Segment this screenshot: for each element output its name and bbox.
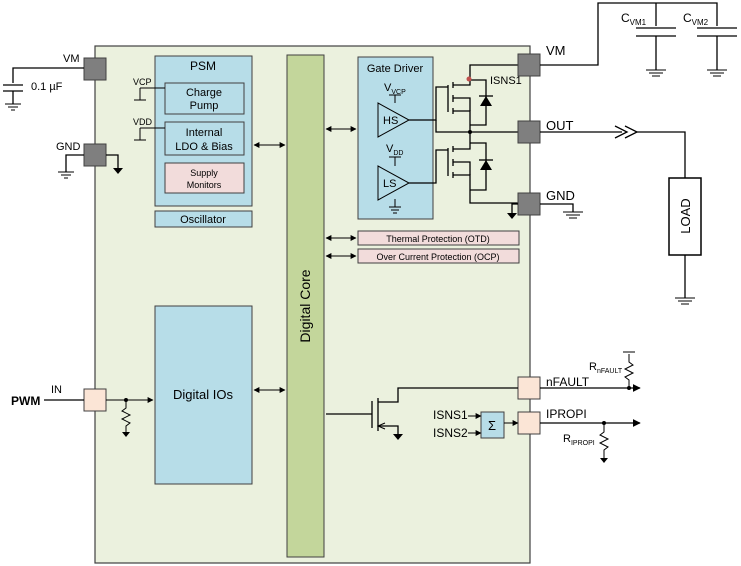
gate-vcp-sub: VCP [391,89,406,96]
supply-monitors-label-2: Monitors [187,180,222,190]
psm-block: PSM Charge Pump Internal LDO & Bias Supp… [133,55,253,207]
charge-pump-label-2: Pump [190,100,219,112]
digital-core-label: Digital Core [297,269,313,342]
isns1-label: ISNS1 [433,408,468,422]
svg-text:RnFAULT: RnFAULT [589,361,623,375]
digital-core-box [286,54,325,558]
pin-nfault-label: nFAULT [546,375,590,389]
supply-monitors-box [164,162,245,194]
ls-label: LS [383,178,396,190]
cvm2-sub: VM2 [692,18,709,27]
psm-vcp-label: VCP [133,77,152,87]
hs-label: HS [383,115,398,127]
pin-vm-left-label: VM [63,53,80,65]
isns2-label: ISNS2 [433,426,468,440]
pin-gnd-left [83,143,107,167]
isns1-top-label: ISNS1 [490,75,522,87]
thermal-protection-label: Thermal Protection (OTD) [386,234,490,244]
ldo-label-1: Internal [186,127,223,139]
ocp-box [357,248,520,264]
power-stage: ISNS1 [409,64,522,204]
load-box [668,177,702,256]
cvm1-main: C [621,11,630,25]
svg-text:CVM1: CVM1 [621,11,647,27]
gate-driver-block: Gate Driver VVCP HS VDD LS [357,56,434,220]
fault-and-sense: Σ ISNS1 ISNS2 [326,387,519,440]
gate-vdd-main: V [386,143,394,155]
pin-in [83,388,107,412]
pin-out-label: OUT [546,118,574,133]
psm-title: PSM [190,59,216,73]
digital-ios-label: Digital IOs [173,387,233,402]
svg-text:CVM2: CVM2 [683,11,709,27]
gate-vdd-sub: DD [393,150,403,157]
ripropi-sub: IPROPI [571,440,595,447]
oscillator-box [154,210,253,228]
cvm2-main: C [683,11,692,25]
sum-symbol: Σ [488,418,496,433]
ripropi-main: R [563,433,571,445]
pin-nfault [517,376,541,400]
left-external: 0.1 µF PWM [3,67,154,437]
digital-ios-box [154,305,253,485]
gate-vcp-main: V [384,82,392,94]
pin-ipropi [517,411,541,435]
ocp-label: Over Current Protection (OCP) [376,252,499,262]
pin-ipropi-label: IPROPI [546,407,587,421]
supply-monitors-label-1: Supply [190,168,218,178]
pin-gnd-right [517,192,541,216]
pwm-label: PWM [11,394,40,408]
ls-driver-triangle [377,165,411,201]
gate-driver-title: Gate Driver [367,63,424,75]
pin-vm-right [517,53,541,77]
ldo-box [164,121,245,156]
oscillator-label: Oscillator [180,214,226,226]
hs-driver-triangle [377,102,411,138]
pin-vm-left [83,57,107,81]
charge-pump-box [164,82,245,115]
charge-pump-label-1: Charge [186,87,222,99]
pin-vm-right-label: VM [546,43,566,58]
psm-vdd-label: VDD [133,117,153,127]
load-label: LOAD [678,198,693,233]
svg-text:RIPROPI: RIPROPI [563,433,595,447]
pin-out [517,120,541,144]
thermal-protection-box [357,230,520,246]
input-cap-label: 0.1 µF [31,81,63,93]
pin-gnd-right-label: GND [546,188,575,203]
pin-in-label: IN [51,384,62,396]
rnfault-main: R [589,361,597,373]
svg-text:VDD: VDD [386,143,403,157]
svg-text:VVCP: VVCP [384,82,406,96]
sum-box [480,411,505,439]
cvm1-sub: VM1 [630,18,647,27]
right-external: CVM1 CVM2 LOAD RnFAULT RIPROPI [507,2,737,463]
pin-gnd-left-label: GND [56,141,81,153]
ldo-label-2: LDO & Bias [175,141,233,153]
rnfault-sub: nFAULT [597,368,623,375]
